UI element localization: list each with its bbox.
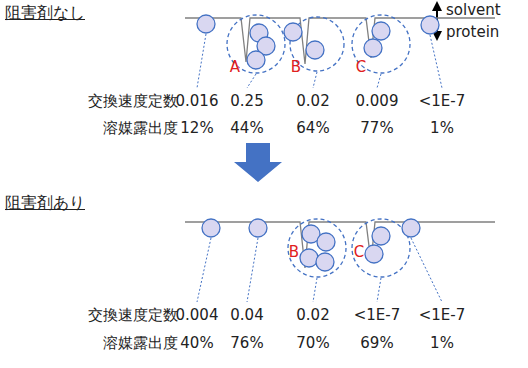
- table-cell: 76%: [230, 335, 263, 352]
- table-cell: 70%: [296, 335, 329, 352]
- table-cell: 44%: [230, 120, 263, 137]
- table-cell: <1E-7: [354, 307, 401, 324]
- table-cell: 69%: [360, 335, 393, 352]
- table-cell: 0.25: [230, 93, 263, 110]
- table-cell: 0.016: [176, 93, 219, 110]
- table-cell: 12%: [180, 120, 213, 137]
- table-cell: 77%: [360, 120, 393, 137]
- site-letter: A: [230, 59, 240, 76]
- table-cell: 0.02: [296, 93, 329, 110]
- table-cell: 40%: [180, 335, 213, 352]
- pocket-circle: [227, 15, 410, 73]
- leader-line: [197, 34, 442, 88]
- axis-label: solvent: [446, 2, 501, 19]
- table-cell: 0.04: [230, 307, 263, 324]
- site-letter: B: [289, 244, 299, 261]
- axis-label: protein: [446, 24, 499, 41]
- site-letter: B: [291, 59, 301, 76]
- heading: 阻害剤あり: [5, 194, 85, 212]
- row-header: 溶媒露出度: [103, 335, 178, 352]
- table-cell: <1E-7: [419, 307, 466, 324]
- transition-arrow: [234, 143, 282, 182]
- row-header: 交換速度定数: [88, 93, 178, 110]
- table-cell: 64%: [296, 120, 329, 137]
- row-header: 溶媒露出度: [103, 120, 178, 137]
- surface-bottom: [185, 222, 495, 268]
- residue-circle: [202, 219, 420, 271]
- row-header: 交換速度定数: [88, 307, 178, 324]
- site-letter: C: [354, 244, 364, 261]
- table-cell: 0.02: [296, 307, 329, 324]
- table-cell: 1%: [430, 335, 454, 352]
- pocket-circle: [288, 219, 410, 277]
- site-letter: C: [356, 59, 366, 76]
- leader-line: [197, 238, 442, 302]
- table-cell: 0.004: [176, 307, 219, 324]
- heading: 阻害剤なし: [5, 4, 85, 22]
- table-cell: 0.009: [356, 93, 399, 110]
- table-cell: <1E-7: [419, 93, 466, 110]
- table-cell: 1%: [430, 120, 454, 137]
